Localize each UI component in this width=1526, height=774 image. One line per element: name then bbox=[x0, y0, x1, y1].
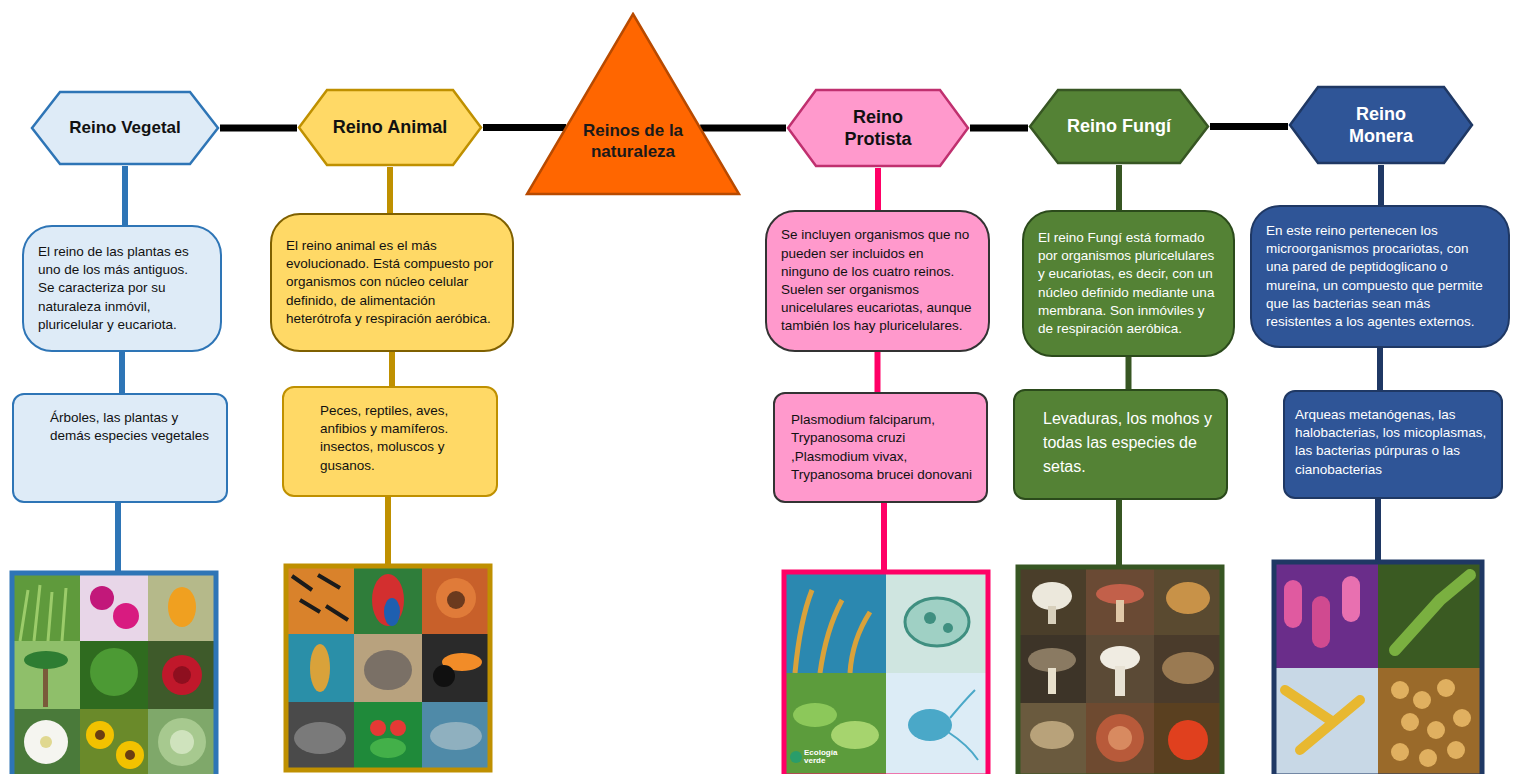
triangle-shape bbox=[525, 12, 741, 196]
heading-text: Reinos de la naturaleza bbox=[571, 120, 696, 163]
bacteria-collage bbox=[1274, 562, 1482, 774]
connector-line bbox=[483, 124, 566, 131]
node-text: Levaduras, los mohos y todas las especie… bbox=[1043, 407, 1212, 479]
connector-line bbox=[119, 352, 125, 393]
connector-line bbox=[220, 125, 297, 132]
example-box: Plasmodium falciparum, Trypanosoma cruzi… bbox=[773, 392, 988, 503]
description-box: El reino Fungí está formado por organism… bbox=[1022, 210, 1235, 357]
shape-outline bbox=[299, 90, 481, 165]
hexagon-shape bbox=[786, 88, 970, 168]
heading-text: Reino Protista bbox=[828, 106, 928, 151]
node-text: Se incluyen organismos que no pueden ser… bbox=[781, 226, 974, 335]
connector-line bbox=[875, 168, 881, 210]
kingdom-hexagon: Reino Vegetal bbox=[30, 90, 220, 166]
shape-outline bbox=[527, 14, 739, 194]
node-text: El reino Fungí está formado por organism… bbox=[1038, 229, 1219, 338]
watermark-text: Ecología verde bbox=[804, 749, 848, 766]
kingdom-hexagon: Reino Fungí bbox=[1028, 88, 1210, 165]
shape-outline bbox=[1030, 90, 1208, 163]
animal-collage bbox=[286, 566, 490, 770]
connector-line bbox=[970, 125, 1028, 132]
example-box: Peces, reptiles, aves, anfibios y mamífe… bbox=[282, 386, 498, 497]
connector-line bbox=[122, 166, 128, 225]
description-box: En este reino pertenecen los microorgani… bbox=[1250, 205, 1510, 348]
description-box: Se incluyen organismos que no pueden ser… bbox=[765, 210, 990, 352]
connector-line bbox=[1378, 165, 1384, 205]
node-text: Árboles, las plantas y demás especies ve… bbox=[50, 409, 210, 445]
shape-outline bbox=[1290, 87, 1472, 163]
node-text: Arqueas metanógenas, las halobacterias, … bbox=[1295, 406, 1491, 479]
example-box: Arqueas metanógenas, las halobacterias, … bbox=[1283, 390, 1503, 499]
heading-text: Reino Animal bbox=[333, 116, 447, 139]
central-triangle: Reinos de la naturaleza bbox=[525, 12, 741, 196]
connector-line bbox=[1116, 165, 1122, 210]
protist-collage bbox=[784, 572, 988, 774]
kingdom-hexagon: Reino Animal bbox=[297, 88, 483, 167]
fungi-collage bbox=[1018, 567, 1222, 774]
example-box: Árboles, las plantas y demás especies ve… bbox=[12, 393, 228, 503]
example-box: Levaduras, los mohos y todas las especie… bbox=[1013, 389, 1228, 500]
description-box: El reino de las plantas es uno de los má… bbox=[22, 225, 222, 352]
heading-text: Reino Vegetal bbox=[69, 117, 180, 138]
heading-text: Reino Fungí bbox=[1067, 115, 1171, 138]
kingdom-hexagon: Reino Monera bbox=[1288, 85, 1474, 165]
connector-line bbox=[389, 352, 395, 386]
kingdom-hexagon: Reino Protista bbox=[786, 88, 970, 168]
connector-line bbox=[700, 125, 786, 132]
node-text: En este reino pertenecen los microorgani… bbox=[1266, 222, 1494, 331]
hexagon-shape bbox=[1288, 85, 1474, 165]
leader-line bbox=[118, 497, 1378, 573]
connector-line bbox=[387, 167, 393, 213]
plant-collage bbox=[12, 573, 216, 774]
connector-line bbox=[1377, 348, 1383, 390]
heading-text: Reino Monera bbox=[1331, 103, 1431, 148]
shape-outline bbox=[788, 90, 968, 166]
connector-line bbox=[875, 352, 881, 392]
description-box: El reino animal es el más evolucionado. … bbox=[270, 213, 514, 352]
node-text: Peces, reptiles, aves, anfibios y mamífe… bbox=[320, 402, 482, 475]
node-text: Plasmodium falciparum, Trypanosoma cruzi… bbox=[791, 411, 974, 484]
connector-line bbox=[1210, 123, 1288, 130]
shape-outline bbox=[32, 92, 218, 164]
node-text: El reino de las plantas es uno de los má… bbox=[38, 243, 206, 334]
node-text: El reino animal es el más evolucionado. … bbox=[286, 237, 498, 328]
connector-line bbox=[1126, 357, 1132, 389]
